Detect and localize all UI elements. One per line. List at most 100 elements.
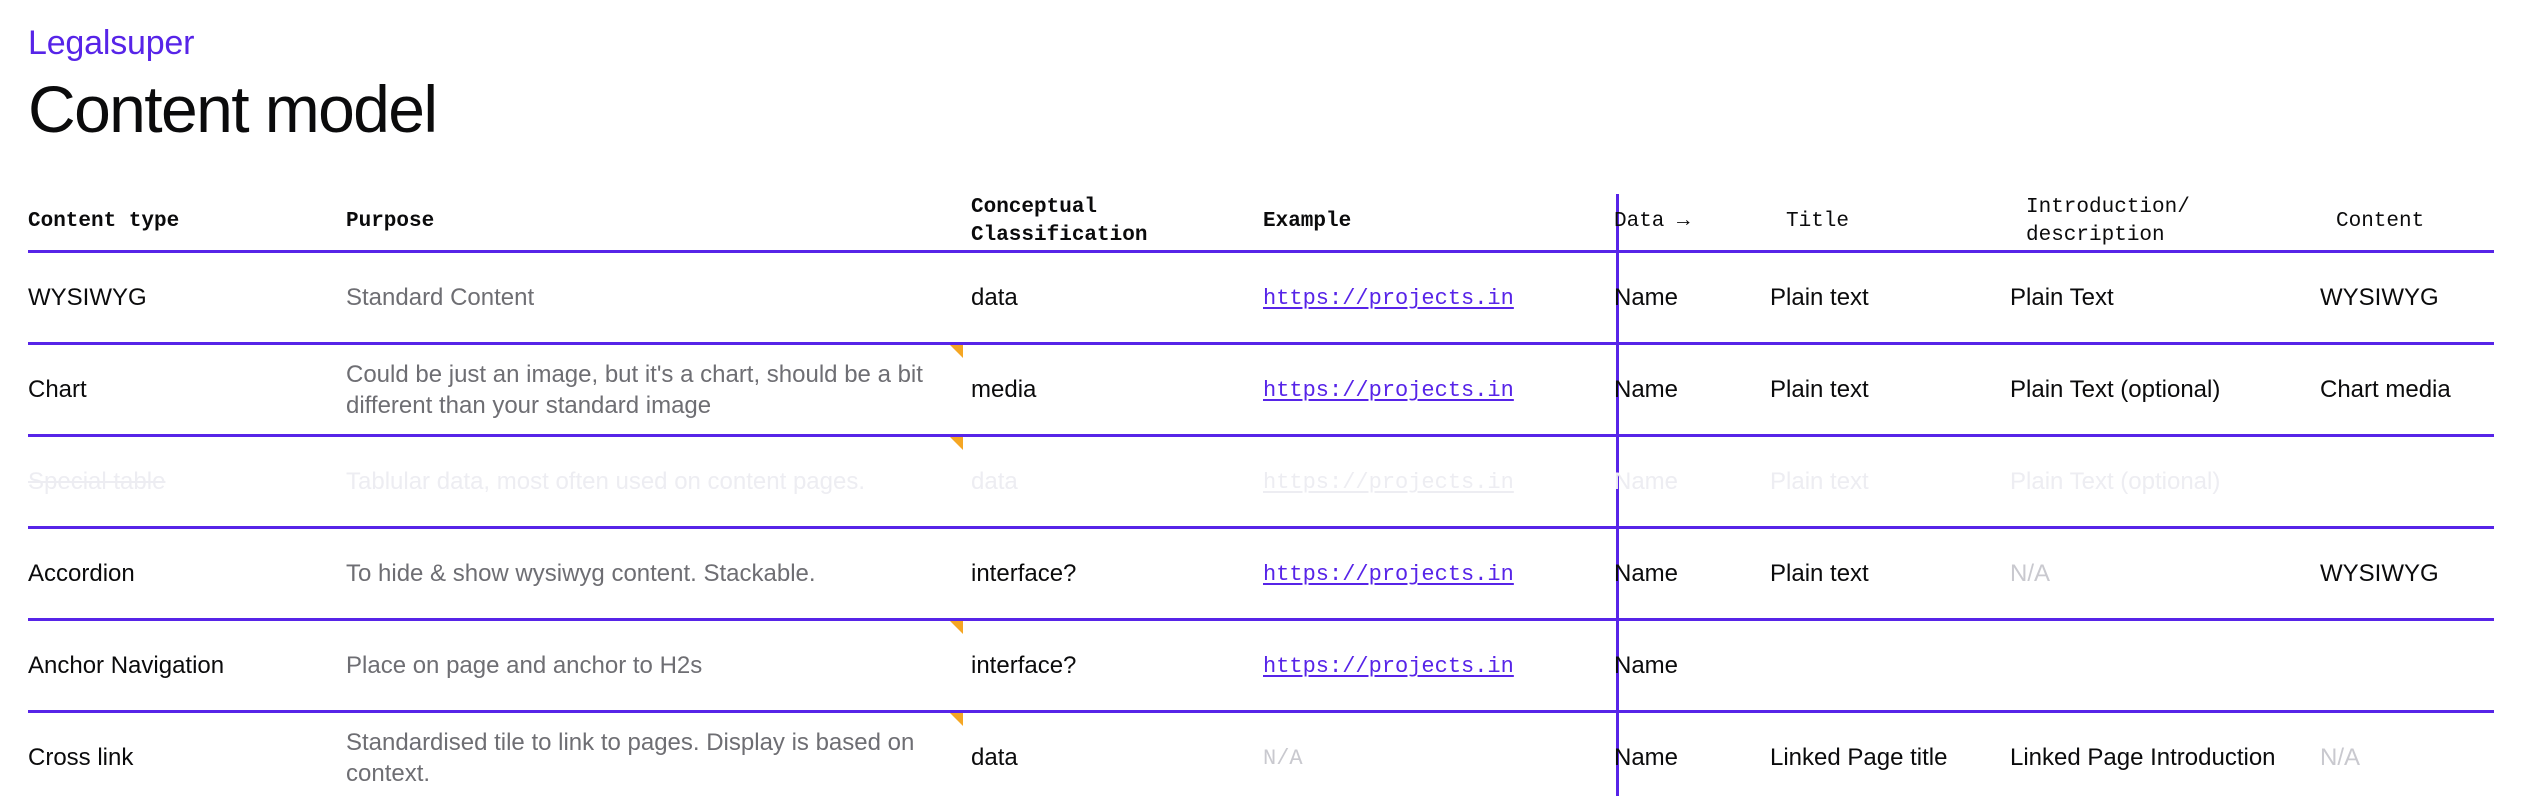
cell-content-text: Chart media xyxy=(2320,376,2451,404)
cell-example: https://projects.in xyxy=(1263,344,1598,436)
column-header-purpose[interactable]: Purpose xyxy=(346,210,435,234)
column-header-data[interactable]: Data → xyxy=(1614,210,1690,234)
table-row[interactable]: Accordion To hide & show wysiwyg content.… xyxy=(28,528,2494,620)
cell-introduction-text: Plain Text (optional) xyxy=(2010,468,2221,496)
cell-conceptual-classification-text: interface? xyxy=(971,560,1077,588)
column-header-title[interactable]: Title xyxy=(1786,210,1850,234)
cell-data: Name xyxy=(1598,252,1770,344)
content-not-applicable: N/A xyxy=(2320,744,2361,772)
cell-content-type: WYSIWYG xyxy=(28,252,346,344)
cell-content xyxy=(2320,620,2494,712)
cell-title: Plain text xyxy=(1770,528,2010,620)
cell-purpose-text: Standard Content xyxy=(346,284,535,312)
cell-conceptual-classification: data xyxy=(971,712,1263,796)
cell-conceptual-classification-text: data xyxy=(971,284,1018,312)
cell-content: N/A xyxy=(2320,712,2494,796)
table-row[interactable]: Anchor Navigation Place on page and ancho… xyxy=(28,620,2494,712)
cell-purpose: Tablular data, most often used on conten… xyxy=(346,436,971,528)
cell-title-text: Plain text xyxy=(1770,376,1869,404)
content-model-table: Content type Purpose Conceptual Classifi… xyxy=(28,194,2494,796)
cell-introduction-text: Linked Page Introduction xyxy=(2010,744,2276,772)
cell-content: Chart media xyxy=(2320,344,2494,436)
example-url-link[interactable]: https://projects.in xyxy=(1263,286,1514,312)
cell-example: N/A xyxy=(1263,712,1598,796)
cell-purpose-text: Place on page and anchor to H2s xyxy=(346,652,703,680)
column-header-content-type[interactable]: Content type xyxy=(28,210,180,234)
cell-conceptual-classification: data xyxy=(971,252,1263,344)
cell-introduction: Linked Page Introduction xyxy=(2010,712,2320,796)
cell-example: https://projects.in xyxy=(1263,436,1598,528)
cell-content-type: Accordion xyxy=(28,528,346,620)
cell-content-type: Cross link xyxy=(28,712,346,796)
example-url-link[interactable]: https://projects.in xyxy=(1263,470,1514,496)
example-url-link[interactable]: https://projects.in xyxy=(1263,562,1514,588)
cell-conceptual-classification: data xyxy=(971,436,1263,528)
cell-conceptual-classification-text: media xyxy=(971,376,1037,404)
table-row[interactable]: Chart Could be just an image, but it's a … xyxy=(28,344,2494,436)
cell-conceptual-classification: interface? xyxy=(971,620,1263,712)
cell-data: Name xyxy=(1598,528,1770,620)
cell-purpose: Could be just an image, but it's a chart… xyxy=(346,344,971,436)
content-model-table-wrapper: Content type Purpose Conceptual Classifi… xyxy=(28,194,2494,796)
cell-data-text: Name xyxy=(1614,744,1679,772)
cell-data-text: Name xyxy=(1614,652,1679,680)
table-header-row: Content type Purpose Conceptual Classifi… xyxy=(28,194,2494,252)
cell-content-type-text: WYSIWYG xyxy=(28,284,147,312)
cell-data-text: Name xyxy=(1614,284,1679,312)
cell-data: Name xyxy=(1598,436,1770,528)
cell-content-type-text: Accordion xyxy=(28,560,135,588)
cell-introduction: Plain Text (optional) xyxy=(2010,344,2320,436)
cell-purpose-text: Tablular data, most often used on conten… xyxy=(346,468,866,496)
column-header-content[interactable]: Content xyxy=(2336,210,2425,234)
cell-introduction: Plain Text (optional) xyxy=(2010,436,2320,528)
page-title: Content model xyxy=(28,71,438,146)
cell-title-text: Plain text xyxy=(1770,468,1869,496)
comment-flag-icon xyxy=(950,713,963,727)
cell-content-type-text: Anchor Navigation xyxy=(28,652,225,680)
cell-data: Name xyxy=(1598,712,1770,796)
cell-title-text: Plain text xyxy=(1770,284,1869,312)
comment-flag-icon xyxy=(950,345,963,359)
cell-conceptual-classification-text: data xyxy=(971,744,1018,772)
cell-purpose: To hide & show wysiwyg content. Stackabl… xyxy=(346,528,971,620)
introduction-not-applicable: N/A xyxy=(2010,560,2051,588)
cell-purpose: Standard Content xyxy=(346,252,971,344)
comment-flag-icon xyxy=(950,437,963,451)
example-url-link[interactable]: https://projects.in xyxy=(1263,654,1514,680)
column-header-conceptual-classification[interactable]: Conceptual Classification xyxy=(971,196,1148,248)
cell-content-text: WYSIWYG xyxy=(2320,284,2439,312)
cell-content-type: Chart xyxy=(28,344,346,436)
cell-data-text: Name xyxy=(1614,468,1679,496)
cell-content-type: Anchor Navigation xyxy=(28,620,346,712)
cell-purpose-text: Could be just an image, but it's a chart… xyxy=(346,360,923,419)
cell-title-text: Plain text xyxy=(1770,560,1869,588)
cell-introduction xyxy=(2010,620,2320,712)
cell-title: Linked Page title xyxy=(1770,712,2010,796)
document-header: Legalsuper Content model xyxy=(28,0,2494,146)
column-header-example[interactable]: Example xyxy=(1263,210,1352,234)
comment-flag-icon xyxy=(950,621,963,635)
brand-label: Legalsuper xyxy=(28,24,195,62)
cell-content-type-text: Chart xyxy=(28,376,87,404)
cell-introduction: Plain Text xyxy=(2010,252,2320,344)
table-row[interactable]: WYSIWYG Standard Content data https://proje… xyxy=(28,252,2494,344)
cell-data: Name xyxy=(1598,620,1770,712)
cell-content: WYSIWYG xyxy=(2320,252,2494,344)
table-header: Content type Purpose Conceptual Classifi… xyxy=(28,194,2494,252)
example-url-link[interactable]: https://projects.in xyxy=(1263,378,1514,404)
cell-purpose-text: To hide & show wysiwyg content. Stackabl… xyxy=(346,560,816,588)
cell-content-type: Special table xyxy=(28,436,346,528)
cell-conceptual-classification-text: interface? xyxy=(971,652,1077,680)
cell-title-text: Linked Page title xyxy=(1770,744,1948,772)
column-header-introduction[interactable]: Introduction/ description xyxy=(2026,196,2190,248)
cell-data-text: Name xyxy=(1614,560,1679,588)
cell-content xyxy=(2320,436,2494,528)
cell-data: Name xyxy=(1598,344,1770,436)
cell-title xyxy=(1770,620,2010,712)
cell-conceptual-classification: media xyxy=(971,344,1263,436)
cell-content-type-text: Cross link xyxy=(28,744,134,772)
cell-title: Plain text xyxy=(1770,344,2010,436)
